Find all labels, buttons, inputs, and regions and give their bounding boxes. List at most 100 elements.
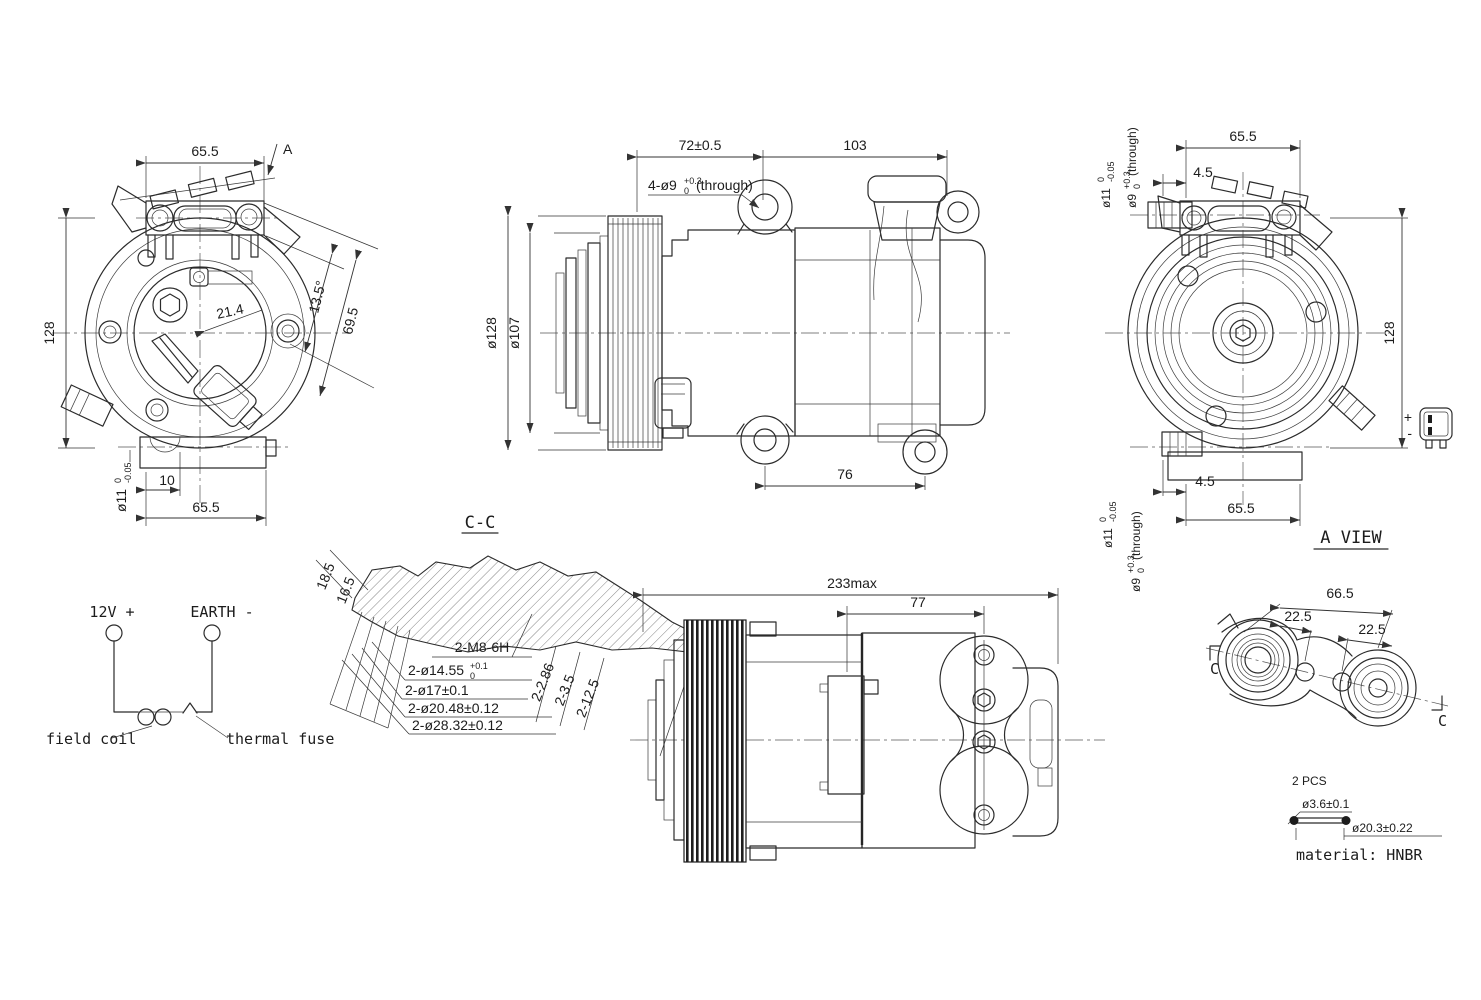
svg-text:0: 0 — [470, 671, 475, 681]
dim-rear-span: 103 — [843, 137, 867, 153]
front-connector-block — [193, 365, 263, 431]
clutch-plate-stack — [555, 235, 609, 431]
svg-text:0: 0 — [113, 478, 123, 483]
aview-dim-top-width: 65.5 — [1229, 128, 1256, 144]
square-boss — [189, 267, 209, 287]
top-pulley — [683, 619, 747, 863]
aview-shaft-bottom-note: ø11 0 -0.05 — [1098, 501, 1118, 548]
svg-text:(through): (through) — [1129, 511, 1143, 560]
aview-shaft-top-note: ø11 0 -0.05 — [1096, 161, 1116, 208]
aview-dim-height: 128 — [1381, 321, 1397, 345]
cc-dim-depth-a: 18.5 — [313, 560, 338, 591]
front-centerlines — [52, 166, 350, 506]
fuse-label: thermal fuse — [226, 730, 334, 748]
section-title: C-C — [465, 513, 496, 533]
cc-depth2: 2-3.5 — [551, 672, 578, 708]
wiring-schematic: 12V + EARTH - field coil thermal fuse — [46, 603, 334, 748]
section-body — [351, 555, 701, 653]
svg-text:-0.05: -0.05 — [1108, 501, 1118, 522]
compressor-body-side — [661, 227, 986, 437]
section-mark-left: C — [1210, 660, 1219, 678]
seal-material: material: HNBR — [1296, 846, 1423, 864]
aview-top-bracket — [1157, 175, 1333, 258]
port-left-boss — [1217, 619, 1299, 701]
section-mark-right: C — [1438, 712, 1447, 730]
aview-foot — [1167, 451, 1303, 481]
hex-plug — [152, 287, 188, 323]
coil-loop — [137, 708, 155, 726]
dim-pulley-pitch: ø107 — [506, 317, 522, 349]
port-bolt-hole — [1332, 672, 1352, 692]
svg-text:ø9: ø9 — [1129, 578, 1143, 592]
svg-text:+0.1: +0.1 — [470, 661, 488, 671]
fuse-symbol — [182, 702, 198, 714]
port-view: 66.5 22.5 22.5 C C — [1205, 585, 1449, 730]
dim-slant: 69.5 — [339, 305, 361, 336]
top-center-bracket — [819, 675, 879, 795]
aview-title: A VIEW — [1320, 528, 1382, 548]
dim-height: 128 — [41, 321, 57, 345]
aview-hole-bottom-note: ø9 +0.3 0 (through) — [1126, 511, 1146, 592]
port-dim-overall: 66.5 — [1326, 585, 1353, 601]
svg-text:0: 0 — [1098, 517, 1108, 522]
svg-text:0: 0 — [684, 186, 689, 196]
view-arrow-label: A — [283, 141, 293, 157]
side-view: 72±0.5 103 4-ø9 +0.3 0 (through) ø128 ø1… — [483, 137, 1010, 490]
dim-foot-inset: 10 — [159, 472, 175, 488]
side-connector — [654, 377, 692, 439]
port-bolt-hole — [1295, 662, 1315, 682]
a-view: 65.5 4.5 ø9 +0.3 0 (through) ø11 0 -0.05… — [1096, 127, 1453, 592]
svg-text:(through): (through) — [696, 177, 753, 193]
cc-depth3: 2-12.5 — [573, 677, 603, 720]
svg-text:0: 0 — [1136, 568, 1146, 573]
dim-shaft-dia: ø11 0 -0.05 — [113, 462, 133, 512]
terminal-earth-label: EARTH - — [190, 603, 253, 621]
dim-center-offset: 21.4 — [215, 300, 245, 321]
side-bottom-ears — [736, 415, 948, 475]
top-rear-bosses — [939, 635, 1029, 835]
coil-label: field coil — [46, 730, 136, 748]
svg-text:+0.3: +0.3 — [684, 176, 702, 186]
seal-detail: 2 PCS ø3.6±0.1 ø20.3±0.22 material: HNBR — [1287, 774, 1442, 864]
cc-bore4-note: 2-ø28.32±0.12 — [412, 717, 503, 733]
port-dim-left: 22.5 — [1284, 608, 1311, 624]
svg-text:-0.05: -0.05 — [1106, 161, 1116, 182]
dim-top-width: 65.5 — [191, 143, 218, 159]
dim-foot-width: 65.5 — [192, 499, 219, 515]
front-foot — [139, 436, 277, 469]
svg-text:ø11: ø11 — [113, 489, 129, 512]
port-right-boss — [1339, 649, 1417, 727]
section-cc: C-C 18.5 16.5 2-M8-6H 2-ø14.55 +0.1 0 2-… — [313, 513, 701, 757]
side-rear-ear — [936, 190, 980, 234]
dim-angle: 13.5° — [305, 279, 328, 315]
hole-note: 4-ø9 +0.3 0 (through) — [648, 176, 753, 196]
svg-text:0: 0 — [1132, 184, 1142, 189]
front-view: 65.5 A 13.5° 69.5 21.4 128 ø11 0 -0.05 1… — [41, 141, 379, 526]
connector-icon — [1419, 407, 1453, 449]
svg-text:2-ø14.55: 2-ø14.55 — [408, 662, 464, 678]
seal-qty: 2 PCS — [1292, 774, 1327, 788]
svg-text:+0.3: +0.3 — [1126, 555, 1136, 573]
svg-text:ø11: ø11 — [1099, 188, 1113, 208]
aview-hole-top-note: ø9 +0.3 0 (through) — [1122, 127, 1142, 208]
svg-text:+0.3: +0.3 — [1122, 171, 1132, 189]
aview-dim-top-inset: 4.5 — [1193, 164, 1213, 180]
aview-left-top-stub — [1147, 201, 1193, 229]
terminal-12v — [105, 624, 123, 642]
cylinder-head-port — [867, 175, 947, 323]
aview-face-bolts — [1177, 265, 1327, 427]
svg-text:4-ø9: 4-ø9 — [648, 177, 677, 193]
front-top-bracket — [111, 170, 301, 260]
dim-overall-length: 233max — [827, 575, 877, 591]
cc-thread-note: 2-M8-6H — [455, 639, 509, 655]
port-body-outline — [1221, 617, 1357, 719]
svg-text:-0.05: -0.05 — [123, 462, 133, 483]
aview-angled-stub — [1328, 385, 1376, 431]
svg-text:ø9: ø9 — [1125, 194, 1139, 208]
top-view: 233max 77 — [630, 575, 1105, 863]
top-body — [745, 621, 976, 861]
connector-minus-label: - — [1407, 425, 1412, 441]
seal-dim-cross-section: ø3.6±0.1 — [1302, 797, 1350, 811]
terminal-12v-label: 12V + — [89, 603, 134, 621]
